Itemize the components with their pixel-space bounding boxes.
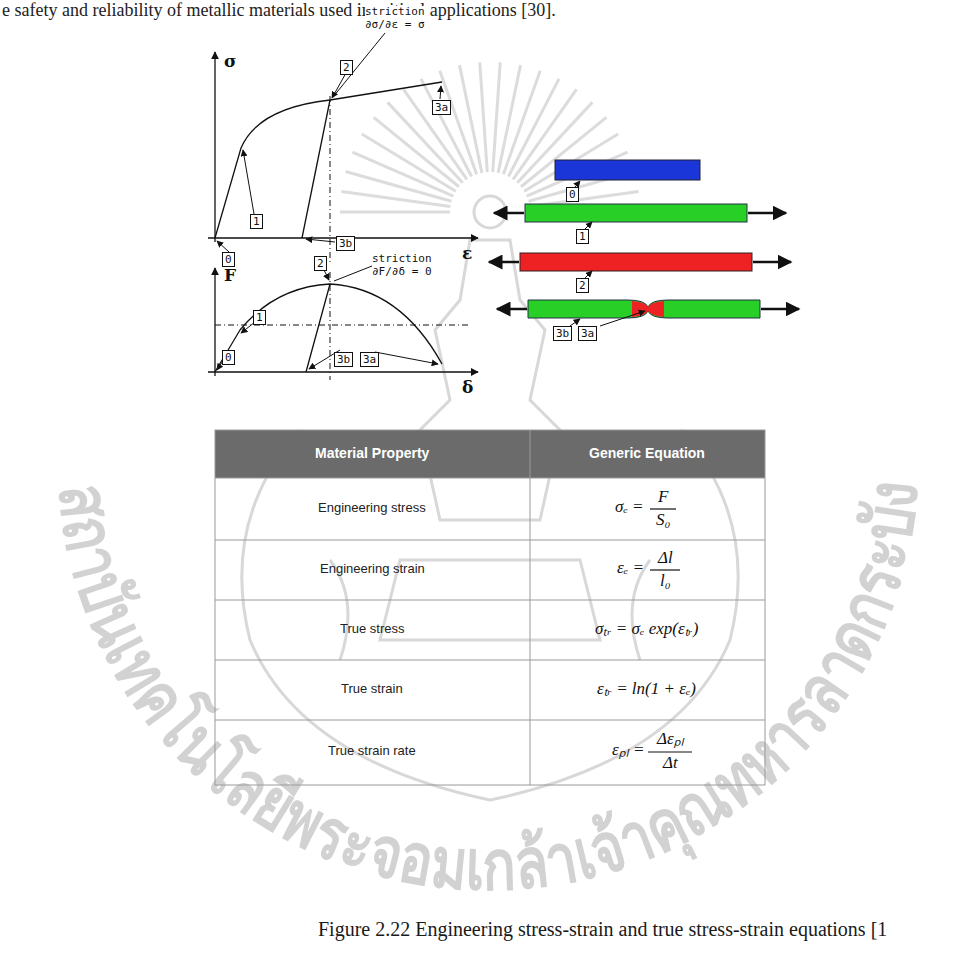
equation-term: Δεₚₗ: [657, 729, 684, 749]
specimen-leaders: [570, 181, 645, 326]
striction-note: ∂F/∂δ = 0: [372, 266, 432, 278]
stress-strain-graph: [208, 33, 478, 262]
table-cell: True strain rate: [328, 744, 416, 759]
callout-number: 3a: [578, 326, 597, 341]
equation-term: S₀: [656, 510, 670, 530]
load-arrows: [489, 213, 799, 309]
callout-number: 0: [222, 350, 235, 365]
striction-note: striction: [365, 6, 425, 18]
callout-number: 2: [576, 278, 589, 293]
callout-number: 3b: [553, 326, 572, 341]
callout-number: 1: [250, 214, 263, 229]
callout-number: 0: [222, 252, 235, 267]
callout-number: 3a: [360, 352, 379, 367]
callout-number: 0: [566, 187, 579, 202]
table-header: Material Property: [315, 445, 429, 461]
seal-ray: [388, 102, 463, 182]
body-text: e safety and reliability of metallic mat…: [2, 0, 556, 21]
callout-number: 3b: [336, 236, 355, 251]
axis-label: δ: [462, 378, 473, 398]
seal-ray: [340, 211, 450, 214]
seal-ray: [459, 65, 481, 173]
table-cell: Engineering stress: [318, 501, 426, 516]
table-cell: True stress: [340, 622, 405, 637]
striction-note: ∂σ/∂ε = σ: [365, 19, 425, 31]
tensile-specimens: [520, 160, 760, 318]
equation-term: F: [658, 487, 668, 507]
equation-term: l₀: [660, 571, 671, 591]
axis-label: σ: [224, 52, 237, 72]
seal-outline: [242, 196, 738, 800]
axis-label: F: [224, 266, 236, 286]
equation-term: Δt: [663, 753, 678, 773]
property-table: [215, 430, 765, 785]
axis-label: ε: [462, 244, 472, 264]
callout-number: 1: [253, 310, 266, 325]
table-cell: Engineering strain: [320, 562, 425, 577]
force-displacement-graph: [208, 266, 478, 380]
seal-ray: [403, 89, 466, 179]
watermark-text: สถาบันเทคโนโลยีพระจอมเกล้าเจ้าคุณทหารลาด…: [42, 478, 935, 907]
equation-term: εₑ =: [617, 558, 644, 578]
seal-ray: [493, 62, 501, 172]
table-cell: True strain: [341, 682, 403, 697]
seal-ray: [341, 192, 450, 207]
equation-term: εₚₗ =: [612, 740, 644, 760]
callout-number: 2: [340, 60, 353, 75]
equation-term: σₜᵣ = σₑ exp(εₜᵣ): [595, 619, 698, 639]
striction-note: striction: [372, 253, 432, 265]
seal-rays: [340, 62, 640, 212]
callout-number: 3b: [334, 352, 353, 367]
equation-term: σₑ =: [615, 497, 644, 517]
seal-ray: [480, 62, 488, 172]
callout-number: 1: [576, 229, 589, 244]
equation-term: Δl: [658, 548, 673, 568]
seal-ray: [346, 172, 452, 202]
figure-caption: Figure 2.22 Engineering stress-strain an…: [318, 918, 887, 941]
table-header: Generic Equation: [589, 445, 705, 461]
equation-term: εₜᵣ = ln(1 + εₑ): [597, 679, 696, 699]
callout-number: 2: [314, 256, 327, 271]
callout-number: 3a: [432, 100, 451, 115]
